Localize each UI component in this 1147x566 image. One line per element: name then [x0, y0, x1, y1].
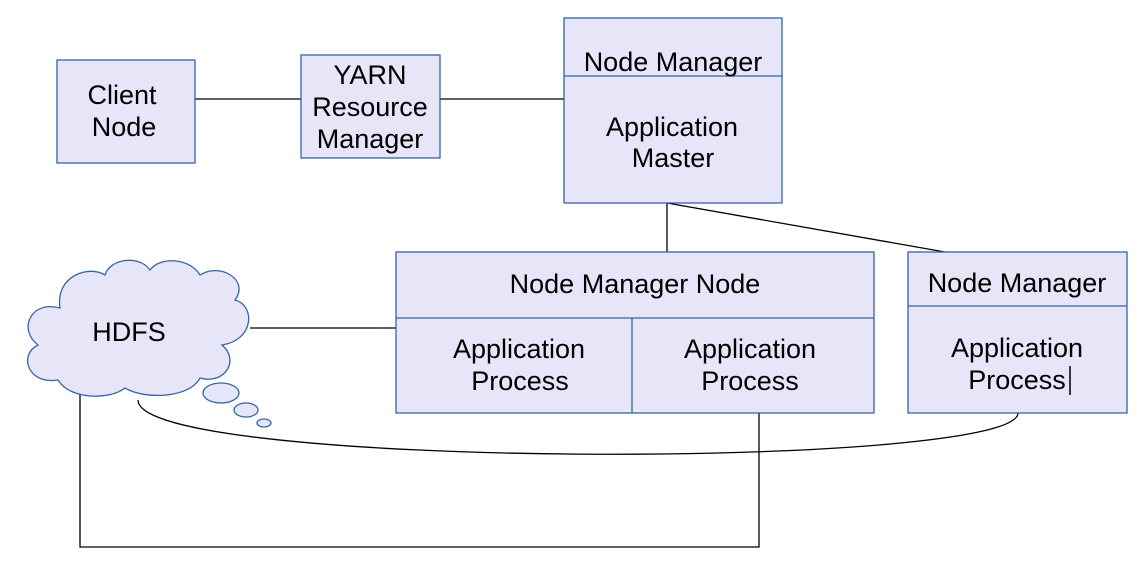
hdfs-label: HDFS — [92, 317, 166, 347]
node-manager-right-line1: Application — [951, 333, 1083, 363]
yarn-label-line1: YARN — [333, 60, 406, 90]
client-node-label-line1: Client — [87, 80, 157, 110]
connector-master-nmright — [666, 202, 946, 253]
application-master-line2: Master — [632, 143, 715, 173]
connector-hdfs-process-middle — [79, 390, 760, 548]
application-master-line1: Application — [606, 112, 738, 142]
process-left-line2: Process — [471, 366, 569, 396]
yarn-label-line2: Resource — [312, 92, 428, 122]
node-manager-top-box: Node Manager Application Master — [563, 17, 783, 204]
cloud-bubble-large — [202, 382, 240, 404]
node-manager-right-line2: Process — [968, 365, 1066, 395]
process-left-line1: Application — [453, 334, 585, 364]
node-manager-node-title: Node Manager Node — [510, 269, 761, 299]
client-node-label-line2: Node — [92, 112, 157, 142]
cloud-bubble-medium — [233, 402, 259, 418]
cloud-bubble-small — [256, 418, 272, 428]
cloud-icon — [27, 259, 250, 397]
connectors — [79, 98, 1019, 548]
process-right-line2: Process — [701, 366, 799, 396]
node-manager-node-box: Node Manager Node Application Process Ap… — [395, 251, 875, 414]
node-manager-right-title: Node Manager — [928, 268, 1107, 298]
connector-hdfs-process-right-loop — [137, 399, 1019, 455]
yarn-label-line3: Manager — [317, 124, 424, 154]
node-manager-top-title: Node Manager — [584, 47, 763, 77]
yarn-resource-manager-box: YARN Resource Manager — [300, 54, 441, 159]
client-node-box: Client Node — [56, 59, 196, 164]
process-right-line1: Application — [684, 334, 816, 364]
hdfs-cloud: HDFS — [27, 259, 272, 428]
node-manager-right-box: Node Manager Application Process — [907, 251, 1128, 414]
